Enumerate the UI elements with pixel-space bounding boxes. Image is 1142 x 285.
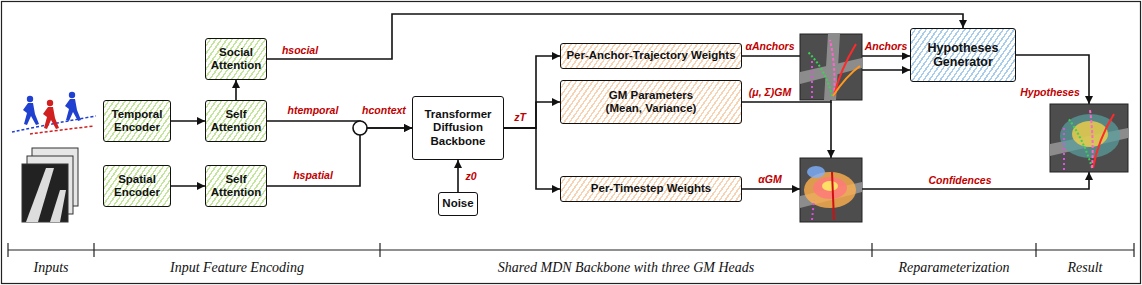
pedestrian-icon: [12, 92, 96, 134]
node-text: Per-Anchor-Trajectory Weights: [566, 49, 735, 62]
head-box: Per-Timestep Weights: [560, 176, 742, 202]
node-text: Self Attention: [211, 108, 261, 134]
connector-arrow: [504, 128, 560, 189]
result-map: [1050, 104, 1128, 172]
connector-arrow: [235, 80, 237, 100]
trajectory: [833, 66, 860, 96]
trajectory: [1093, 114, 1114, 168]
map-image: [800, 34, 862, 100]
generator-box: Hypotheses Generator: [910, 28, 1016, 82]
flow-label: zT: [513, 111, 527, 124]
node-text: Transformer Diffusion Backbone: [418, 108, 498, 148]
connector-arrow: [171, 120, 205, 122]
road: [26, 168, 54, 222]
edge-label: z0: [464, 170, 477, 183]
anchor-map: [800, 34, 862, 100]
gaussian: [804, 172, 856, 208]
bracket-tick: [871, 243, 872, 257]
trajectory: [1090, 110, 1093, 168]
map-image: [1050, 104, 1128, 172]
edge-label: hspatial: [292, 169, 334, 182]
edge-label: Anchors: [864, 40, 909, 53]
section-bracket: [8, 243, 1134, 257]
attention-box: Self Attention: [205, 165, 267, 207]
flow-label: hcontext: [361, 104, 407, 117]
map-image: [800, 158, 862, 222]
node-text: Per-Timestep Weights: [591, 182, 711, 195]
flow-line: [830, 102, 832, 158]
noise-box: Noise: [438, 192, 478, 216]
head-box: Per-Anchor-Trajectory Weights: [560, 43, 742, 69]
bracket-tick: [1133, 243, 1134, 257]
flow-label: Hypotheses: [1019, 86, 1081, 99]
section-label: Shared MDN Backbone with three GM Heads: [496, 260, 756, 277]
connector-arrow: [267, 128, 412, 186]
gaussian: [807, 166, 825, 178]
section-label: Reparameterization: [896, 260, 1011, 277]
edge-label: hsocial: [281, 44, 319, 57]
bracket-tick: [7, 243, 8, 257]
flow-label: (μ, Σ)GM: [748, 86, 792, 99]
node-text: Spatial Encoder: [109, 173, 165, 199]
road: [50, 190, 66, 222]
backbone-box: Transformer Diffusion Backbone: [412, 96, 504, 160]
section-label: Inputs: [32, 260, 71, 277]
connector-arrow: [504, 56, 560, 128]
scene-image: [22, 164, 68, 222]
bracket-tick: [379, 243, 380, 257]
flow-line: [1016, 55, 1089, 104]
trajectory: [832, 172, 834, 220]
node-text: Social Attention: [211, 46, 261, 72]
trajectory: [808, 52, 832, 96]
head-box: GM Parameters (Mean, Variance): [560, 80, 742, 124]
bracket-line: [8, 249, 1134, 250]
connector-arrow: [267, 121, 412, 128]
attention-box: Social Attention: [205, 38, 267, 80]
node-text: Hypotheses Generator: [916, 41, 1010, 70]
encoder-box: Spatial Encoder: [103, 165, 171, 207]
connector-arrow: [171, 185, 205, 187]
attention-box: Self Attention: [205, 100, 267, 142]
node-text: Noise: [442, 197, 473, 210]
trail: [30, 126, 94, 134]
gaussian-map: [800, 158, 862, 222]
trajectory: [812, 200, 814, 220]
scene-image-stack: [22, 148, 78, 222]
trajectory: [830, 40, 835, 96]
pedestrian: [43, 100, 59, 129]
node-text: Self Attention: [211, 173, 261, 199]
flow-line: [862, 172, 1089, 189]
pedestrian: [23, 96, 39, 125]
trajectory: [811, 60, 813, 98]
flow-line: [742, 188, 800, 190]
gaussian: [822, 181, 838, 191]
gaussian: [813, 177, 847, 199]
trajectory: [1063, 128, 1065, 170]
node-text: GM Parameters (Mean, Variance): [595, 89, 707, 115]
concat-circle: [353, 121, 367, 135]
connector-arrow: [457, 160, 459, 192]
section-label: Input Feature Encoding: [168, 260, 306, 277]
connector-arrow: [504, 102, 560, 128]
bracket-tick: [93, 243, 94, 257]
section-label: Result: [1066, 260, 1105, 277]
bracket-tick: [1035, 243, 1036, 257]
encoder-box: Temporal Encoder: [103, 100, 171, 142]
trajectory: [1068, 118, 1092, 168]
pedestrian: [65, 92, 81, 121]
node-text: Temporal Encoder: [109, 108, 165, 134]
edge-label: htemporal: [287, 104, 340, 117]
flow-label: αGM: [757, 173, 782, 186]
flow-label: Confidences: [927, 174, 992, 187]
flow-label: αAnchors: [744, 40, 795, 53]
